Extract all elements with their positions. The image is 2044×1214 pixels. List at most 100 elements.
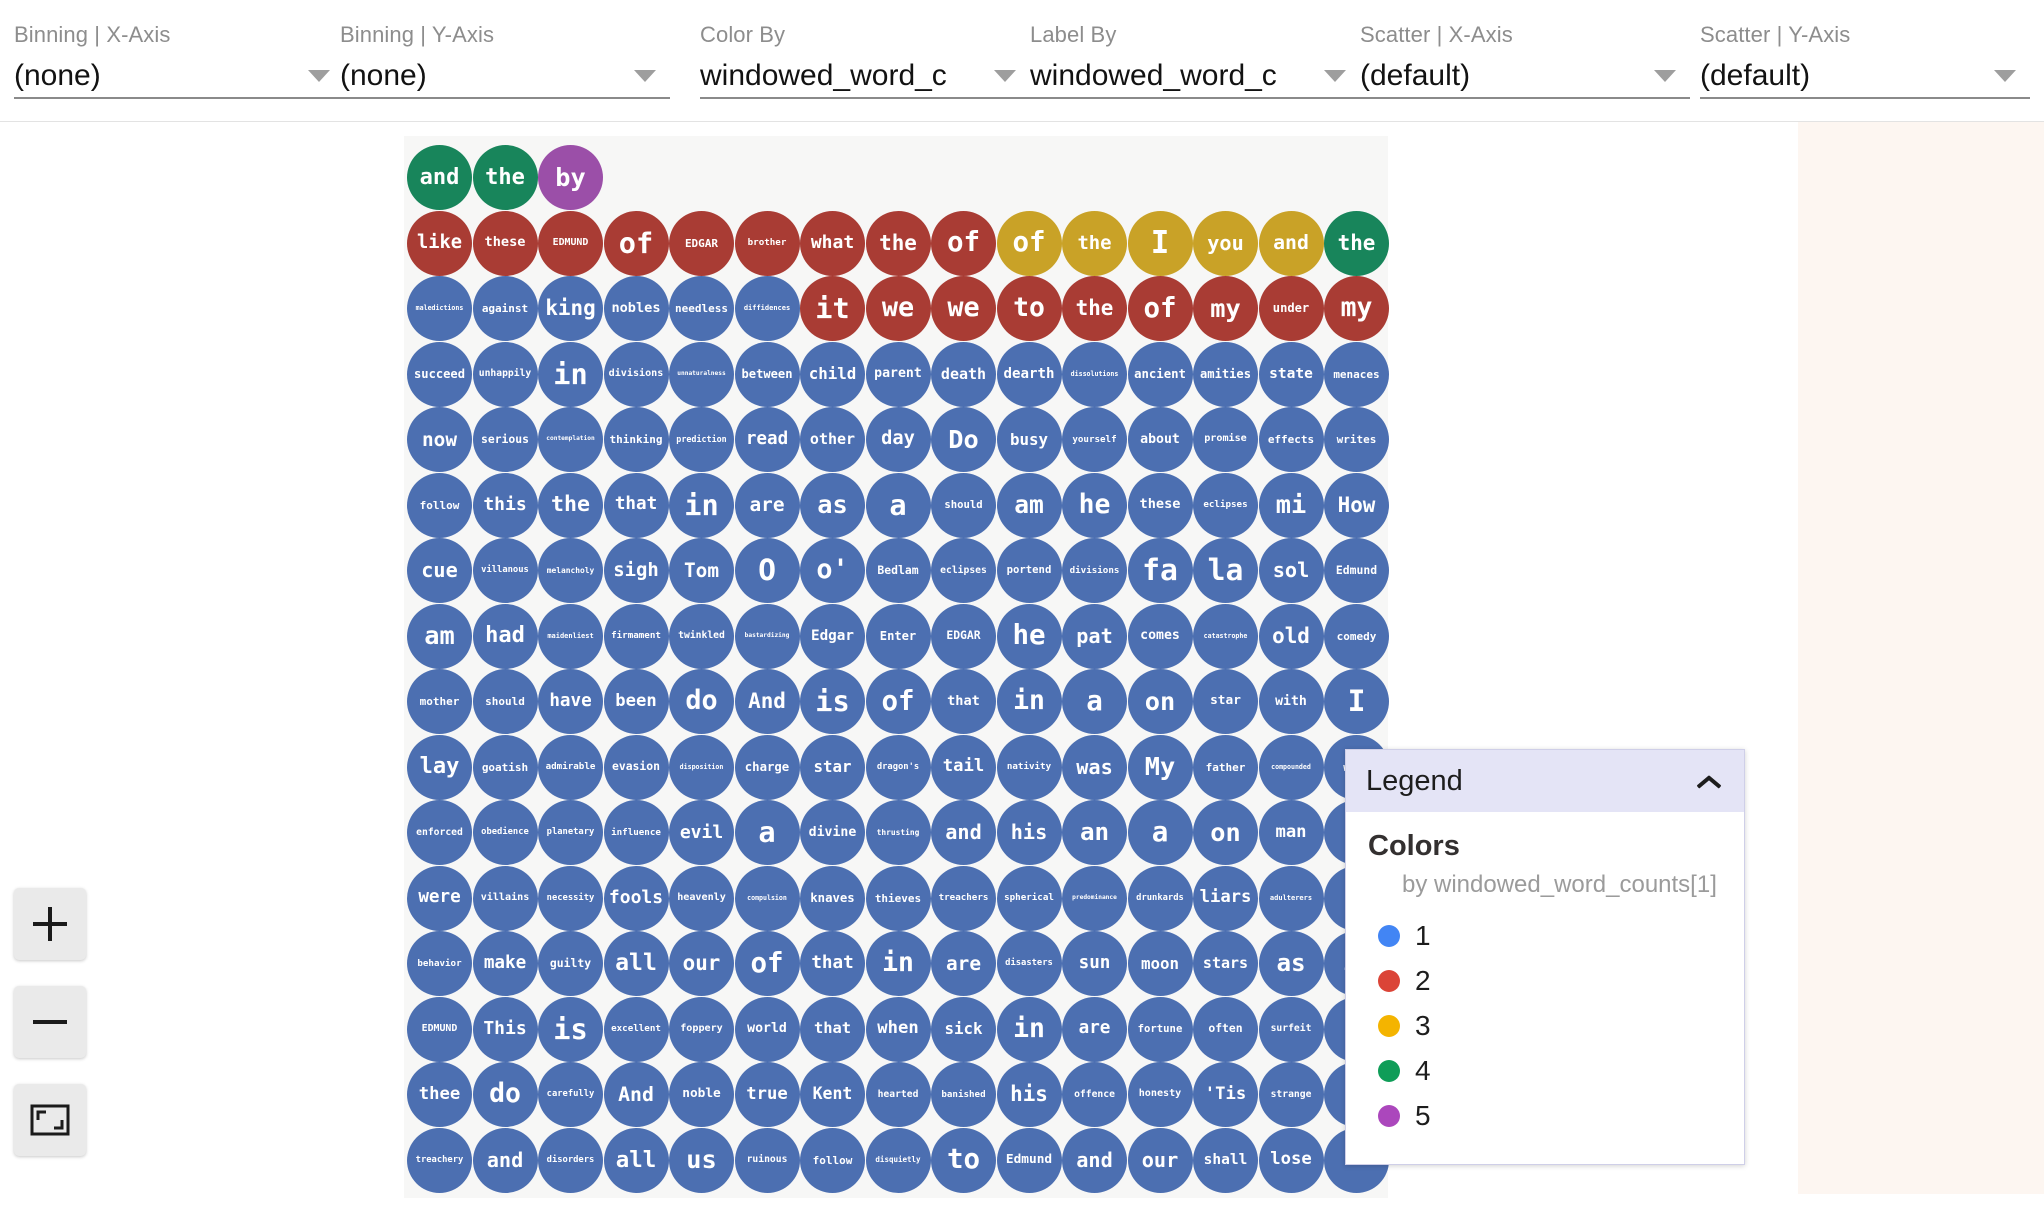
- bubble-point[interactable]: on: [1193, 800, 1258, 865]
- bubble-point[interactable]: read: [734, 407, 800, 472]
- scatter-x-axis-control[interactable]: (default): [1360, 55, 1690, 99]
- bubble-point[interactable]: divisions: [603, 341, 669, 407]
- bubble-point[interactable]: villanous: [472, 538, 538, 603]
- bubble-point[interactable]: thieves: [865, 865, 931, 931]
- bubble-point[interactable]: obedience: [472, 800, 538, 865]
- bubble-point[interactable]: follow: [800, 1127, 865, 1193]
- bubble-point[interactable]: the: [1324, 210, 1389, 276]
- bubble-point[interactable]: old: [1258, 603, 1324, 669]
- bubble-point[interactable]: lose: [1258, 1127, 1324, 1193]
- bubble-point[interactable]: menaces: [1324, 341, 1389, 407]
- bubble-point[interactable]: Enter: [865, 603, 931, 669]
- bubble-point[interactable]: eclipses: [1193, 472, 1258, 538]
- select-scatter-y-axis[interactable]: Scatter | Y-Axis(default): [1700, 22, 2030, 100]
- bubble-point[interactable]: had: [472, 603, 538, 669]
- bubble-point[interactable]: the: [472, 145, 538, 210]
- bubble-point[interactable]: My: [1127, 734, 1193, 800]
- bubble-point[interactable]: banished: [931, 1062, 996, 1127]
- bubble-point[interactable]: is: [538, 996, 603, 1062]
- bubble-point[interactable]: O: [734, 538, 800, 603]
- bubble-point[interactable]: liars: [1193, 865, 1258, 931]
- bubble-point[interactable]: enforced: [407, 800, 472, 865]
- bubble-point[interactable]: as: [800, 472, 865, 538]
- bubble-point[interactable]: maledictions: [407, 276, 472, 341]
- bubble-point[interactable]: adulterers: [1258, 865, 1324, 931]
- bubble-point[interactable]: offence: [1062, 1062, 1127, 1127]
- bubble-point[interactable]: behavior: [407, 931, 472, 996]
- bubble-point[interactable]: treachers: [931, 865, 996, 931]
- bubble-point[interactable]: dragon's: [865, 734, 931, 800]
- bubble-point[interactable]: o': [800, 538, 865, 603]
- bubble-point[interactable]: as: [1258, 931, 1324, 996]
- bubble-point[interactable]: our: [1127, 1127, 1193, 1193]
- bubble-point[interactable]: in: [669, 472, 734, 538]
- bubble-point[interactable]: death: [931, 341, 996, 407]
- bubble-point[interactable]: guilty: [538, 931, 603, 996]
- bubble-point[interactable]: he: [996, 603, 1062, 669]
- bubble-point[interactable]: we: [865, 276, 931, 341]
- bubble-point[interactable]: thrusting: [865, 800, 931, 865]
- bubble-point[interactable]: evil: [669, 800, 734, 865]
- bubble-point[interactable]: in: [865, 931, 931, 996]
- bubble-point[interactable]: unnaturalness: [669, 341, 734, 407]
- bubble-point[interactable]: in: [996, 996, 1062, 1062]
- bubble-point[interactable]: and: [931, 800, 996, 865]
- bubble-point[interactable]: lay: [407, 734, 472, 800]
- bubble-point[interactable]: is: [800, 669, 865, 734]
- bubble-point[interactable]: of: [865, 669, 931, 734]
- bubble-point[interactable]: yourself: [1062, 407, 1127, 472]
- bubble-point[interactable]: serious: [472, 407, 538, 472]
- bubble-point[interactable]: sol: [1258, 538, 1324, 603]
- bubble-point[interactable]: that: [800, 931, 865, 996]
- bubble-point[interactable]: eclipses: [931, 538, 996, 603]
- zoom-out-button[interactable]: [14, 986, 86, 1058]
- bubble-point[interactable]: evasion: [603, 734, 669, 800]
- legend-item[interactable]: 1: [1368, 913, 1724, 958]
- bubble-point[interactable]: under: [1258, 276, 1324, 341]
- bubble-point[interactable]: man: [1258, 800, 1324, 865]
- bubble-point[interactable]: busy: [996, 407, 1062, 472]
- legend-item[interactable]: 5: [1368, 1093, 1724, 1138]
- bubble-point[interactable]: I: [1127, 210, 1193, 276]
- bubble-point[interactable]: our: [669, 931, 734, 996]
- bubble-point[interactable]: it: [800, 276, 865, 341]
- bubble-point[interactable]: of: [996, 210, 1062, 276]
- bubble-point[interactable]: Tom: [669, 538, 734, 603]
- bubble-point[interactable]: charge: [734, 734, 800, 800]
- bubble-point[interactable]: nobles: [603, 276, 669, 341]
- bubble-point[interactable]: we: [931, 276, 996, 341]
- bubble-point[interactable]: EDGAR: [669, 210, 734, 276]
- bubble-point[interactable]: influence: [603, 800, 669, 865]
- bubble-point[interactable]: comes: [1127, 603, 1193, 669]
- bubble-point[interactable]: been: [603, 669, 669, 734]
- bubble-point[interactable]: all: [603, 931, 669, 996]
- bubble-point[interactable]: in: [538, 341, 603, 407]
- bubble-point[interactable]: strange: [1258, 1062, 1324, 1127]
- bubble-point[interactable]: pat: [1062, 603, 1127, 669]
- bubble-point[interactable]: by: [538, 145, 603, 210]
- bubble-point[interactable]: compulsion: [734, 865, 800, 931]
- bubble-point[interactable]: other: [800, 407, 865, 472]
- bubble-point[interactable]: to: [996, 276, 1062, 341]
- bubble-point[interactable]: portend: [996, 538, 1062, 603]
- bubble-point[interactable]: of: [1127, 276, 1193, 341]
- bubble-point[interactable]: my: [1193, 276, 1258, 341]
- bubble-point[interactable]: EDGAR: [931, 603, 996, 669]
- bubble-point[interactable]: and: [1062, 1127, 1127, 1193]
- bubble-point[interactable]: And: [603, 1062, 669, 1127]
- chevron-down-icon[interactable]: [1654, 70, 1676, 82]
- bubble-point[interactable]: against: [472, 276, 538, 341]
- bubble-point[interactable]: fools: [603, 865, 669, 931]
- bubble-point[interactable]: Do: [931, 407, 996, 472]
- bubble-point[interactable]: am: [996, 472, 1062, 538]
- bubble-point[interactable]: effects: [1258, 407, 1324, 472]
- bubble-point[interactable]: honesty: [1127, 1062, 1193, 1127]
- bubble-point[interactable]: that: [603, 472, 669, 538]
- bubble-point[interactable]: my: [1324, 276, 1389, 341]
- bubble-point[interactable]: fortune: [1127, 996, 1193, 1062]
- bubble-point[interactable]: do: [472, 1062, 538, 1127]
- bubble-point[interactable]: admirable: [538, 734, 603, 800]
- bubble-point[interactable]: of: [734, 931, 800, 996]
- reset-zoom-button[interactable]: [14, 1084, 86, 1156]
- bubble-point[interactable]: now: [407, 407, 472, 472]
